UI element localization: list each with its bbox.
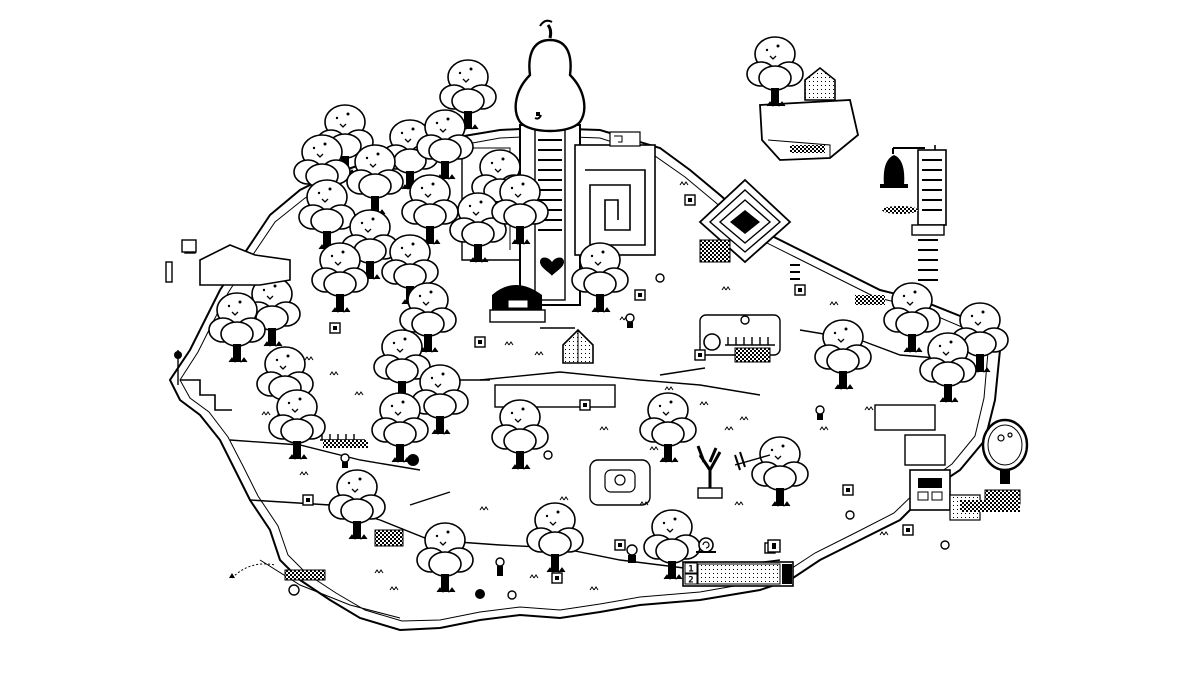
- pear-icon: [514, 19, 586, 133]
- bell-icon: [880, 147, 925, 188]
- dead-tree: [696, 445, 723, 499]
- cottage: [562, 328, 594, 364]
- fences: [320, 327, 775, 506]
- player-character: [626, 544, 638, 563]
- dome-hut: [489, 285, 546, 323]
- npc: [495, 557, 505, 576]
- counter-2-label: 2: [688, 576, 693, 586]
- counter-2-box: [684, 573, 698, 585]
- bell-tower: [882, 145, 947, 281]
- props: [184, 194, 950, 584]
- hud-counters: 1 2: [682, 539, 794, 587]
- npc: [815, 405, 825, 420]
- floating-island-top: [746, 36, 860, 161]
- heart-icon: [540, 257, 564, 276]
- snail-icon: [475, 537, 716, 600]
- left-posts: [165, 239, 291, 385]
- npc: [340, 453, 350, 468]
- counter-1-label: 1: [688, 565, 693, 575]
- staircase: [734, 264, 800, 471]
- counter-1-box: [684, 562, 698, 574]
- machine-building: [909, 469, 981, 521]
- footprint-trail: [229, 563, 326, 596]
- npc: [625, 313, 635, 328]
- mirror-icon: [981, 418, 1029, 505]
- characters: [340, 313, 825, 576]
- pyramid: [698, 178, 792, 264]
